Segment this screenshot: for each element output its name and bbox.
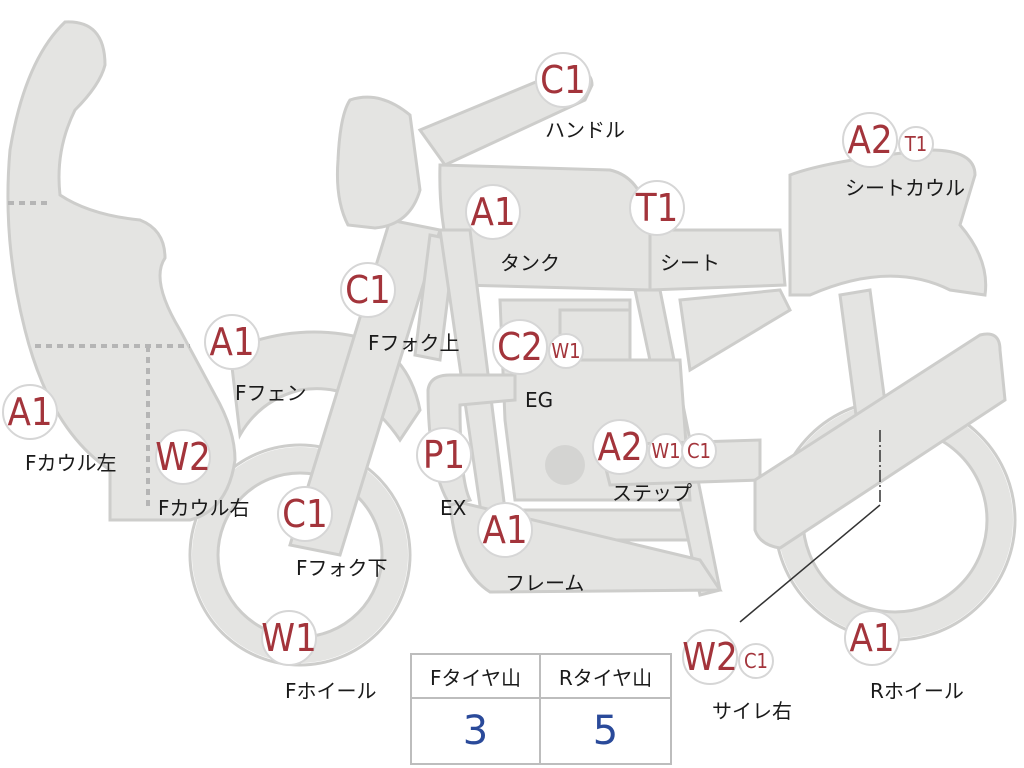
silencer-leader-line <box>739 504 881 623</box>
grade-badge-seat-cowl-0: A2 <box>842 112 898 168</box>
grade-circle <box>738 643 774 679</box>
grade-code: C1 <box>744 649 768 673</box>
grade-badge-front-cowl-left-0: A1 <box>2 384 58 440</box>
grade-code: A1 <box>7 390 52 434</box>
part-label-tank: タンク <box>500 251 560 275</box>
grade-badge-rear-wheel-0: A1 <box>844 610 900 666</box>
grade-badge-seat-cowl-1: T1 <box>898 126 934 162</box>
grade-code: C2 <box>497 325 543 369</box>
grade-code: A1 <box>470 190 515 234</box>
part-label-front-cowl-left: Fカウル左 <box>25 451 117 475</box>
grade-circle <box>548 333 584 369</box>
grade-circle <box>465 184 521 240</box>
grade-badge-tank-0: A1 <box>465 184 521 240</box>
grade-circle <box>155 429 211 485</box>
part-label-seat: シート <box>660 251 720 275</box>
grade-circle <box>492 319 548 375</box>
part-label-front-cowl-right: Fカウル右 <box>158 496 250 520</box>
part-label-frame: フレーム <box>505 571 584 595</box>
grade-circle <box>898 126 934 162</box>
part-label-handle: ハンドル <box>545 118 625 142</box>
grade-circle <box>682 629 738 685</box>
rear-panel-shape <box>678 288 792 373</box>
grade-circle <box>629 180 685 236</box>
grade-circle <box>681 433 717 469</box>
grade-badge-silencer-right-0: W2 <box>682 629 738 685</box>
seat-cowl-shape <box>788 148 988 297</box>
grade-code: A1 <box>482 508 527 552</box>
grade-circle <box>535 52 591 108</box>
part-label-step: ステップ <box>612 481 692 505</box>
grade-badge-front-fork-upper-0: C1 <box>340 262 396 318</box>
tire-tread-table: Fタイヤ山 Rタイヤ山 3 5 <box>410 653 672 765</box>
engine-cover <box>545 445 585 485</box>
grade-code: C1 <box>282 492 328 536</box>
front-tire-value: 3 <box>412 699 541 763</box>
rear-tire-value: 5 <box>592 708 619 754</box>
grade-circle <box>416 427 472 483</box>
part-label-rear-wheel: Rホイール <box>870 679 964 703</box>
grade-badge-front-cowl-right-0: W2 <box>155 429 211 485</box>
grade-circle <box>844 610 900 666</box>
grade-circle <box>261 610 317 666</box>
grade-badge-exhaust-0: P1 <box>416 427 472 483</box>
part-label-exhaust: EX <box>440 496 467 520</box>
grade-circle <box>477 502 533 558</box>
grade-badge-silencer-right-1: C1 <box>738 643 774 679</box>
grade-code: P1 <box>423 433 465 477</box>
headlight-shape <box>335 95 422 230</box>
part-label-front-wheel: Fホイール <box>285 679 377 703</box>
grade-badge-step-0: A2 <box>592 419 648 475</box>
seat-shape <box>648 228 787 292</box>
part-label-front-fender: Fフェン <box>235 381 307 405</box>
grade-code: A2 <box>847 118 892 162</box>
rear-tire-header: Rタイヤ山 <box>541 655 670 699</box>
grade-code: T1 <box>904 132 927 156</box>
grade-code: C1 <box>687 439 711 463</box>
grade-code: W1 <box>651 439 680 463</box>
grade-code: A2 <box>597 425 642 469</box>
grade-code: C1 <box>345 268 391 312</box>
grade-badge-step-1: W1 <box>648 433 684 469</box>
part-label-silencer-right: サイレ右 <box>712 699 792 723</box>
front-fork-shape <box>288 218 442 557</box>
grade-code: A1 <box>849 616 894 660</box>
part-label-engine: EG <box>525 388 553 412</box>
grade-code: W1 <box>551 339 580 363</box>
grade-badge-engine-1: W1 <box>548 333 584 369</box>
grade-badge-front-fender-0: A1 <box>204 314 260 370</box>
grade-code: W1 <box>261 616 317 660</box>
grade-code: C1 <box>540 58 586 102</box>
grade-circle <box>842 112 898 168</box>
grade-code: A1 <box>209 320 254 364</box>
grade-circle <box>592 419 648 475</box>
grade-code: W2 <box>155 435 211 479</box>
grade-badge-engine-0: C2 <box>492 319 548 375</box>
grade-circle <box>340 262 396 318</box>
grade-circle <box>2 384 58 440</box>
part-label-seat-cowl: シートカウル <box>845 176 965 200</box>
part-label-front-fork-lower: Fフォク下 <box>296 556 388 580</box>
front-tire-header: Fタイヤ山 <box>412 655 541 699</box>
grade-badge-seat-0: T1 <box>629 180 685 236</box>
grade-badge-step-2: C1 <box>681 433 717 469</box>
grade-badge-frame-0: A1 <box>477 502 533 558</box>
grade-circle <box>204 314 260 370</box>
grade-badge-front-fork-lower-0: C1 <box>277 486 333 542</box>
grade-badge-handle-0: C1 <box>535 52 591 108</box>
front-cowl-shape <box>6 20 237 522</box>
grade-code: T1 <box>635 186 679 230</box>
grade-circle <box>277 486 333 542</box>
part-label-front-fork-upper: Fフォク上 <box>368 331 460 355</box>
grade-badge-front-wheel-0: W1 <box>261 610 317 666</box>
grade-code: W2 <box>682 635 738 679</box>
